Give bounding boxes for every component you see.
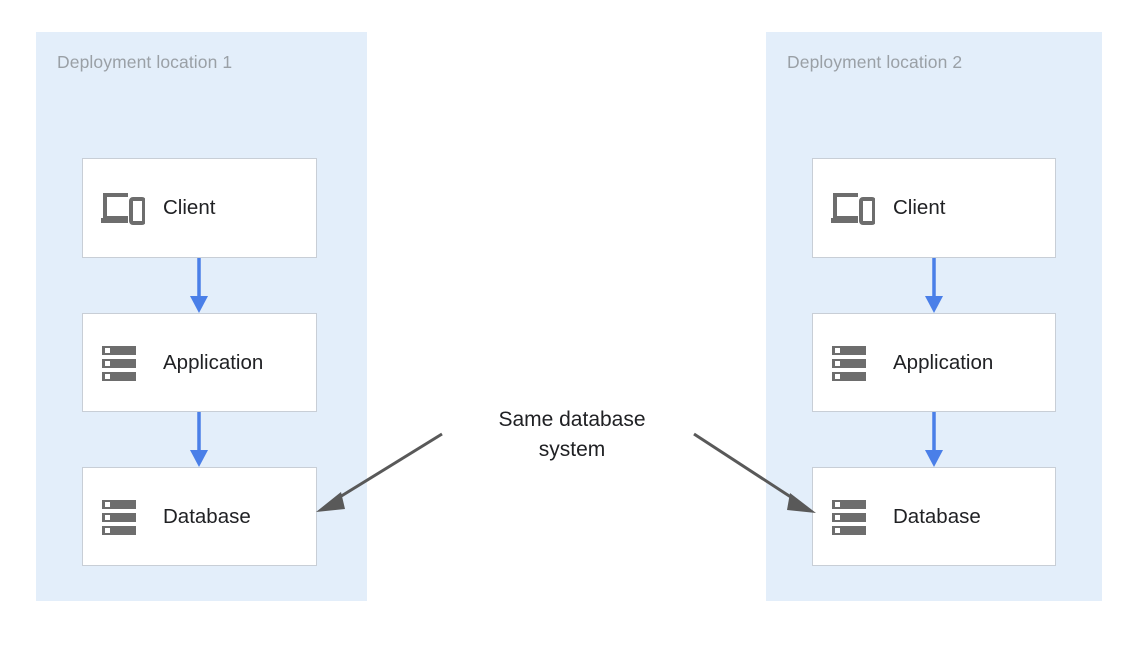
- server-stack-icon: [102, 499, 136, 535]
- node-client-location-2[interactable]: Client: [812, 158, 1056, 258]
- devices-icon: [101, 193, 145, 225]
- node-database-location-2-label: Database: [893, 504, 981, 528]
- deployment-location-1-title: Deployment location 1: [57, 52, 233, 72]
- deployment-location-2-title: Deployment location 2: [787, 52, 963, 72]
- node-application-location-1-label: Application: [163, 350, 264, 374]
- flow-arrow-application-to-database-location-2: [925, 412, 943, 467]
- server-stack-icon: [832, 345, 866, 381]
- devices-icon: [831, 193, 875, 225]
- callout-label-line-2: system: [538, 438, 606, 461]
- node-database-location-1[interactable]: Database: [82, 467, 317, 566]
- flow-arrow-client-to-application-location-1: [190, 258, 208, 313]
- node-application-location-1[interactable]: Application: [82, 313, 317, 412]
- node-client-location-1-label: Client: [163, 196, 216, 219]
- server-stack-icon: [832, 499, 866, 535]
- node-client-location-2-label: Client: [893, 196, 946, 219]
- node-application-location-2-label: Application: [893, 350, 994, 374]
- node-database-location-2[interactable]: Database: [812, 467, 1056, 566]
- flow-arrow-application-to-database-location-1: [190, 412, 208, 467]
- node-database-location-1-label: Database: [163, 504, 251, 528]
- node-client-location-1[interactable]: Client: [82, 158, 317, 258]
- server-stack-icon: [102, 345, 136, 381]
- node-application-location-2[interactable]: Application: [812, 313, 1056, 412]
- callout-label: Same database system: [452, 405, 692, 465]
- callout-label-line-1: Same database: [498, 408, 646, 431]
- flow-arrow-client-to-application-location-2: [925, 258, 943, 313]
